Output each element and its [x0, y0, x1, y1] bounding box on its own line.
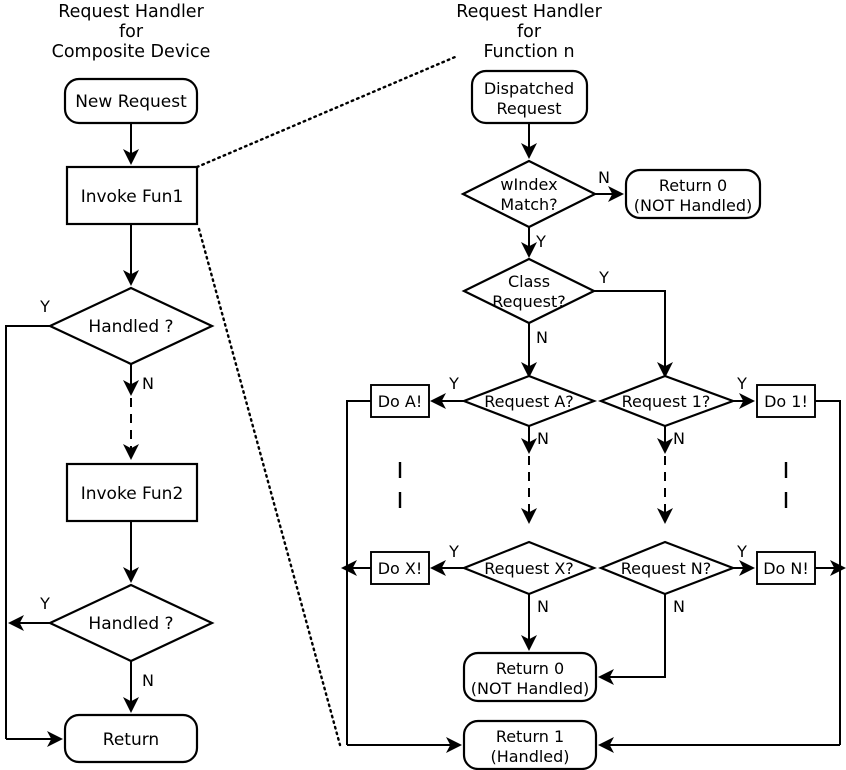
node-do-x[interactable]: Do X! [370, 551, 430, 585]
node-invoke-fun2-label: Invoke Fun2 [81, 484, 184, 504]
node-do-a[interactable]: Do A! [370, 384, 430, 418]
node-invoke-fun1-label: Invoke Fun1 [81, 187, 184, 207]
node-windex-match[interactable]: wIndex Match? [460, 159, 598, 229]
node-invoke-fun1[interactable]: Invoke Fun1 [65, 165, 199, 226]
node-new-request-label: New Request [75, 92, 187, 112]
node-do-1[interactable]: Do 1! [756, 384, 816, 418]
node-request-x-label: Request X? [484, 559, 574, 578]
label-requestX-no: N [537, 597, 549, 616]
label-windex-no: N [598, 168, 610, 187]
node-class-request-line1: Class [508, 272, 550, 291]
node-do-x-label: Do X! [378, 559, 423, 578]
node-return0-bottom-line2: (NOT Handled) [471, 679, 589, 698]
node-return1[interactable]: Return 1 (Handled) [462, 719, 598, 770]
node-request-a[interactable]: Request A? [460, 374, 598, 428]
node-handled-1[interactable]: Handled ? [47, 286, 215, 366]
node-do-n[interactable]: Do N! [756, 551, 816, 585]
label-requestA-no: N [537, 429, 549, 448]
label-requestX-yes: Y [448, 542, 459, 561]
node-handled-1-label: Handled ? [88, 317, 173, 337]
right-title-line2: for [517, 22, 542, 42]
node-windex-line2: Match? [500, 195, 557, 214]
node-dispatched-request[interactable]: Dispatched Request [470, 69, 589, 125]
label-handled2-yes: Y [39, 594, 50, 613]
label-requestN-yes: Y [736, 542, 747, 561]
node-new-request[interactable]: New Request [63, 77, 199, 125]
node-windex-line1: wIndex [500, 175, 557, 194]
node-request-1[interactable]: Request 1? [597, 374, 737, 428]
left-title-line3: Composite Device [52, 42, 211, 62]
right-title-line1: Request Handler [456, 2, 602, 22]
node-return1-line2: (Handled) [490, 747, 569, 766]
node-class-request-line2: Request? [492, 292, 565, 311]
left-title-line2: for [119, 22, 144, 42]
label-class-yes: Y [598, 268, 609, 287]
label-handled1-no: N [142, 374, 154, 393]
node-return0-bottom-line1: Return 0 [496, 659, 564, 678]
node-return[interactable]: Return [63, 713, 199, 764]
edge-requestN-no-to-return0bottom [598, 594, 666, 685]
node-request-n[interactable]: Request N? [598, 540, 737, 596]
right-title-line3: Function n [483, 42, 574, 62]
node-return0-top-line2: (NOT Handled) [634, 196, 752, 215]
node-request-n-label: Request N? [621, 559, 712, 578]
node-do-n-label: Do N! [763, 559, 809, 578]
node-request-a-label: Request A? [484, 392, 574, 411]
node-do-a-label: Do A! [378, 392, 423, 411]
left-title-line1: Request Handler [58, 2, 204, 22]
label-handled2-no: N [142, 671, 154, 690]
node-dispatched-request-line2: Request [497, 99, 562, 118]
node-return-label: Return [103, 730, 159, 750]
node-request-x[interactable]: Request X? [461, 540, 597, 596]
node-handled-2-label: Handled ? [88, 614, 173, 634]
node-return1-line1: Return 1 [496, 727, 564, 746]
expansion-dotted-line-top [195, 55, 457, 169]
edge-do1-to-right-rail [815, 400, 841, 745]
label-requestA-yes: Y [448, 374, 459, 393]
node-do-1-label: Do 1! [764, 392, 808, 411]
node-return0-top-line1: Return 0 [659, 176, 727, 195]
label-request1-no: N [673, 429, 685, 448]
label-class-no: N [536, 328, 548, 347]
node-request-1-label: Request 1? [622, 392, 711, 411]
edge-class-yes-to-request1 [594, 290, 673, 378]
left-panel-title: Request Handler for Composite Device [52, 2, 211, 62]
node-return0-top[interactable]: Return 0 (NOT Handled) [624, 168, 762, 220]
edge-doA-to-left-rail [346, 400, 371, 745]
node-handled-2[interactable]: Handled ? [47, 583, 215, 663]
label-requestN-no: N [673, 597, 685, 616]
label-request1-yes: Y [736, 374, 747, 393]
node-invoke-fun2[interactable]: Invoke Fun2 [65, 462, 199, 523]
label-handled1-yes: Y [39, 297, 50, 316]
node-return0-bottom[interactable]: Return 0 (NOT Handled) [462, 651, 598, 703]
node-dispatched-request-line1: Dispatched [484, 79, 574, 98]
right-panel-title: Request Handler for Function n [456, 2, 602, 62]
edge-handled1-yes-rail [5, 325, 50, 739]
label-windex-yes: Y [535, 232, 546, 251]
expansion-dotted-line-bottom [197, 227, 342, 747]
node-class-request[interactable]: Class Request? [461, 257, 597, 325]
